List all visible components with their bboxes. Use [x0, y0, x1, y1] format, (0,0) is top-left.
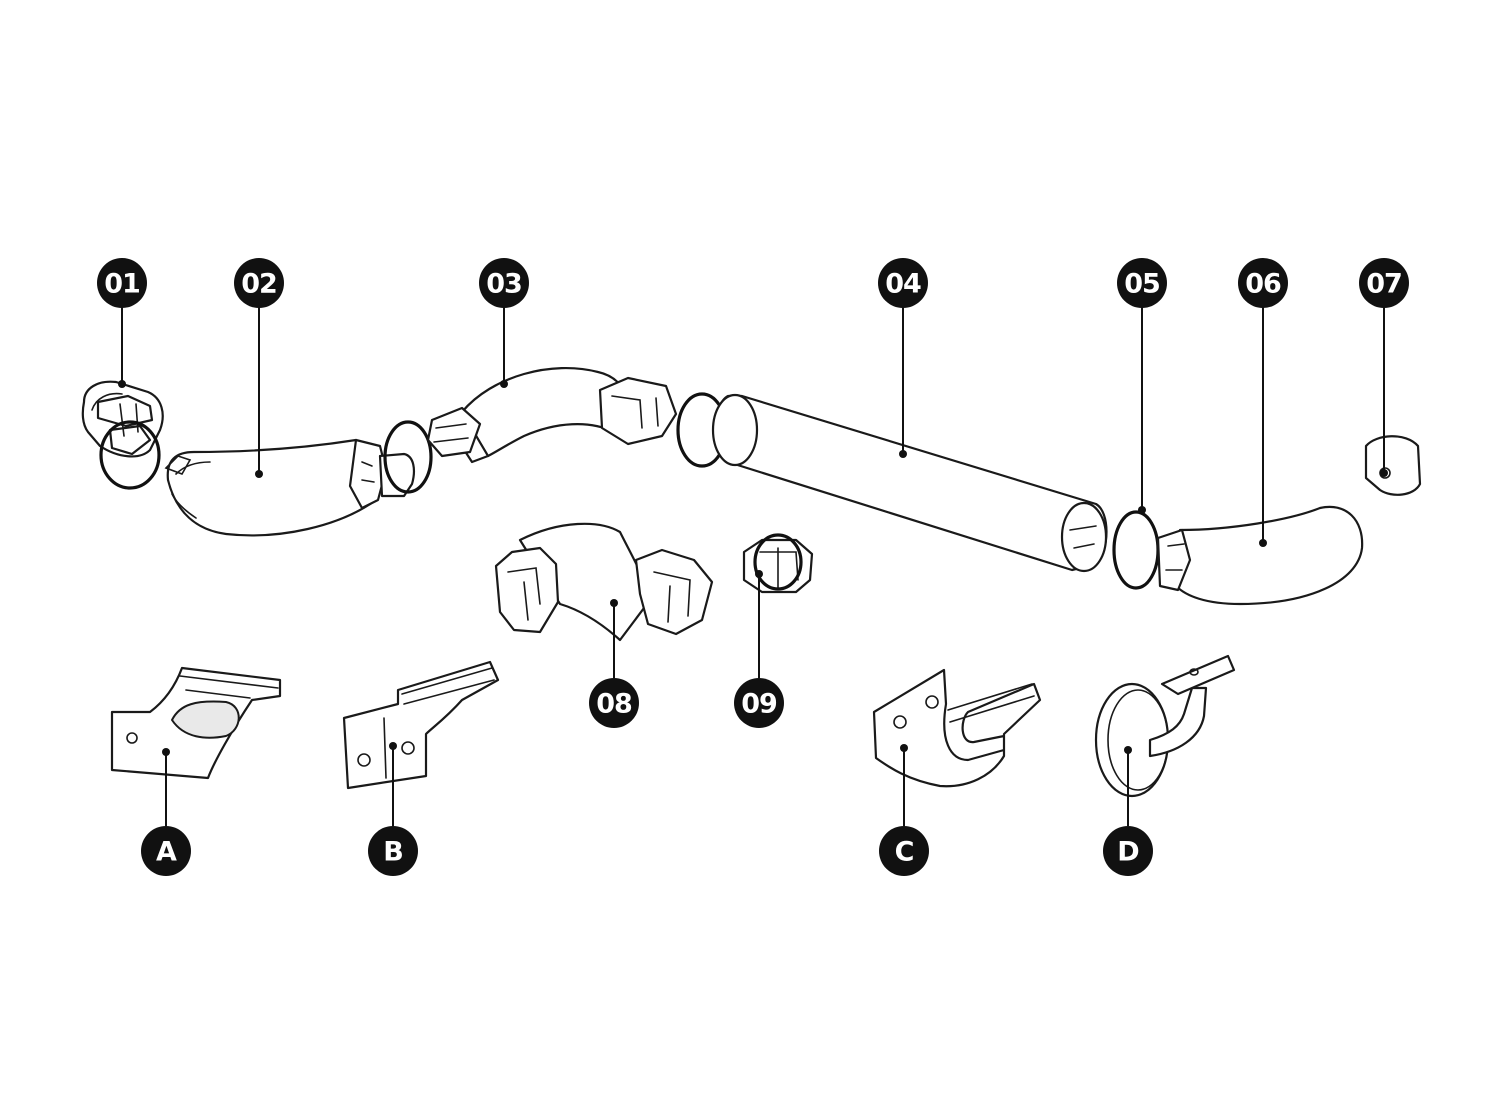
part-05-ring: [1112, 510, 1160, 590]
part-03-elbow: [426, 366, 728, 468]
part-02-bent-tube: [164, 420, 433, 537]
callout-badge-b: B: [368, 826, 418, 876]
leaders: [118, 307, 1388, 826]
callout-badge-09: 09: [734, 678, 784, 728]
callout-badge-04: 04: [878, 258, 928, 308]
part-07-end-cap: [1364, 435, 1422, 496]
callout-badge-d: D: [1103, 826, 1153, 876]
callout-label-02: 02: [241, 269, 277, 300]
bracket-b: [342, 660, 500, 790]
callout-badge-08: 08: [589, 678, 639, 728]
bracket-c: [872, 668, 1042, 788]
callout-badge-05: 05: [1117, 258, 1167, 308]
callout-label-07: 07: [1366, 269, 1402, 300]
callout-label-d: D: [1117, 837, 1138, 868]
callout-badge-07: 07: [1359, 258, 1409, 308]
part-01-end-connector: [81, 380, 164, 490]
callout-label-06: 06: [1245, 269, 1281, 300]
callout-label-b: B: [383, 837, 403, 868]
part-09-small-connector: [742, 533, 814, 594]
callout-badge-02: 02: [234, 258, 284, 308]
callout-label-05: 05: [1124, 269, 1160, 300]
bracket-a: [110, 666, 282, 780]
part-04-straight-tube: [711, 393, 1108, 573]
part-08-angle-connector: [494, 522, 714, 642]
callout-badge-01: 01: [97, 258, 147, 308]
callout-label-08: 08: [596, 689, 632, 720]
callout-label-09: 09: [741, 689, 777, 720]
callout-badge-a: A: [141, 826, 191, 876]
bracket-d: [1094, 654, 1236, 798]
callout-label-c: C: [895, 837, 914, 868]
callout-label-03: 03: [486, 269, 522, 300]
callout-badge-c: C: [879, 826, 929, 876]
callout-label-01: 01: [104, 269, 140, 300]
callout-label-04: 04: [885, 269, 921, 300]
callout-badge-03: 03: [479, 258, 529, 308]
callout-label-a: A: [156, 837, 177, 868]
part-06-bent-end-tube: [1156, 505, 1364, 606]
callout-badge-06: 06: [1238, 258, 1288, 308]
